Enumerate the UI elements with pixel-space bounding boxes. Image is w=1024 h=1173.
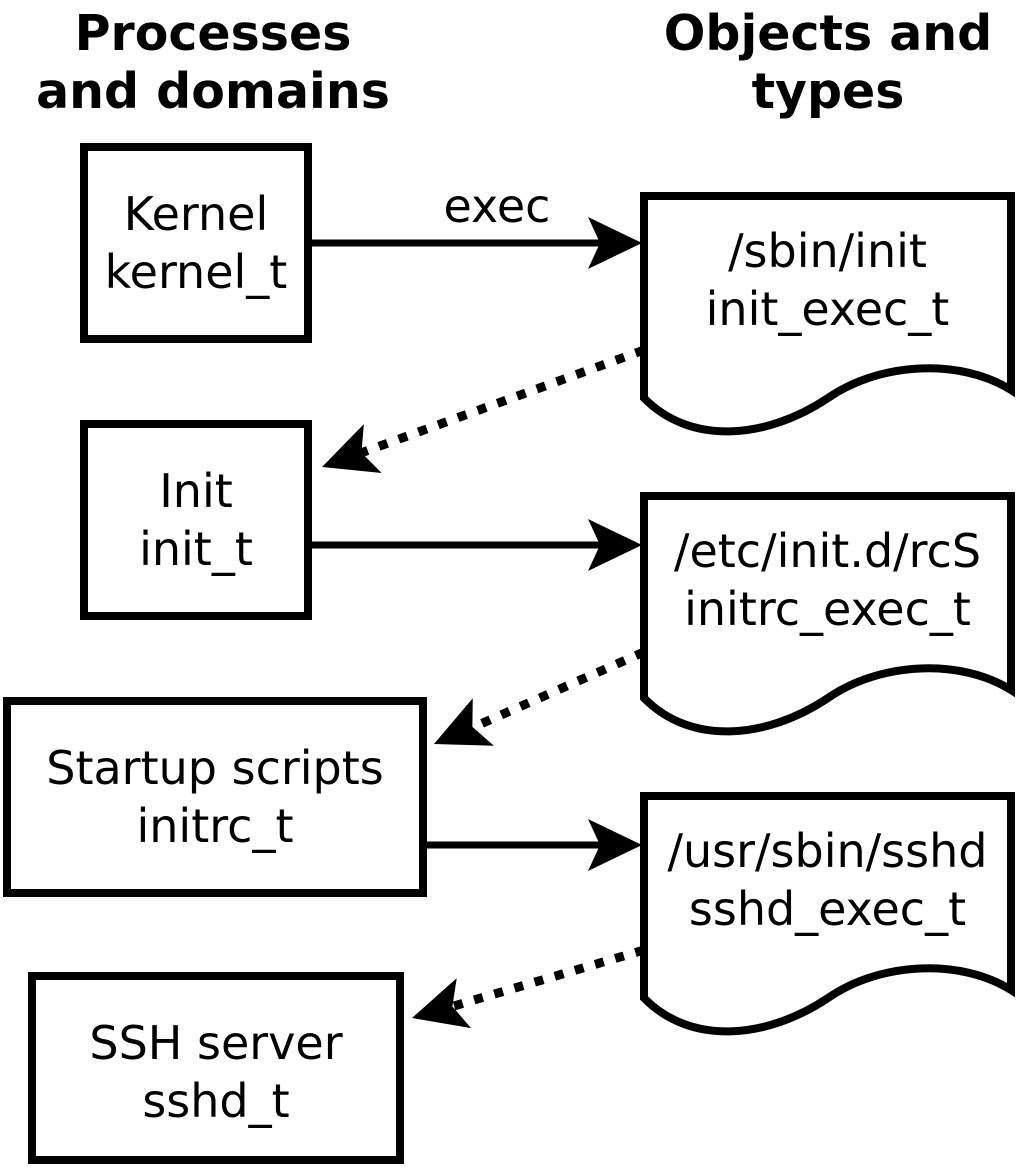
kernel-node-type: kernel_t xyxy=(104,245,288,299)
ssh-server-node-text: SSH server sshd_t xyxy=(28,1014,404,1130)
kernel-node-label: Kernel xyxy=(123,187,269,241)
kernel-box xyxy=(80,143,312,343)
startup-scripts-box xyxy=(3,697,427,897)
init-box xyxy=(80,420,312,620)
startup-scripts-node-label: Startup scripts xyxy=(46,741,384,795)
exec-arrow-kernel-to-sbin-init xyxy=(312,217,642,269)
sbin-init-document-shape xyxy=(640,192,1015,436)
init-node-type: init_t xyxy=(139,522,253,576)
sbin-init-object-text: /sbin/init init_exec_t xyxy=(640,222,1015,338)
exec-arrow-init-to-etc-initd-rcs xyxy=(312,519,642,571)
etc-initd-rcs-object-path: /etc/init.d/rcS xyxy=(673,524,982,578)
usr-sbin-sshd-object-text: /usr/sbin/sshd sshd_exec_t xyxy=(640,822,1015,938)
kernel-node-text: Kernel kernel_t xyxy=(80,185,312,301)
exec-arrow-label: exec xyxy=(443,179,551,233)
transition-arrow-etc-initd-rcs-to-startup-scripts xyxy=(434,647,646,746)
ssh-server-node-label: SSH server xyxy=(89,1016,343,1070)
etc-initd-rcs-object-text: /etc/init.d/rcS initrc_exec_t xyxy=(640,522,1015,638)
transition-arrow-sbin-init-to-init xyxy=(322,345,646,473)
startup-scripts-node-type: initrc_t xyxy=(136,799,294,853)
startup-scripts-node-text: Startup scripts initrc_t xyxy=(3,739,427,855)
etc-initd-rcs-object-type: initrc_exec_t xyxy=(684,582,971,636)
usr-sbin-sshd-object-path: /usr/sbin/sshd xyxy=(667,824,988,878)
sbin-init-object-path: /sbin/init xyxy=(728,224,927,278)
ssh-server-box xyxy=(28,972,404,1164)
sbin-init-object-type: init_exec_t xyxy=(705,282,950,336)
usr-sbin-sshd-object-type: sshd_exec_t xyxy=(688,882,967,936)
left-column-header: Processes and domains xyxy=(36,5,390,120)
etc-initd-rcs-document-shape xyxy=(640,492,1015,736)
init-node-label: Init xyxy=(159,464,233,518)
init-node-text: Init init_t xyxy=(80,462,312,578)
exec-arrow-startup-scripts-to-usr-sbin-sshd xyxy=(427,819,642,871)
right-column-header: Objects and types xyxy=(663,5,993,120)
transition-arrow-usr-sbin-sshd-to-ssh-server xyxy=(412,945,646,1029)
usr-sbin-sshd-document-shape xyxy=(640,792,1015,1036)
ssh-server-node-type: sshd_t xyxy=(142,1074,290,1128)
